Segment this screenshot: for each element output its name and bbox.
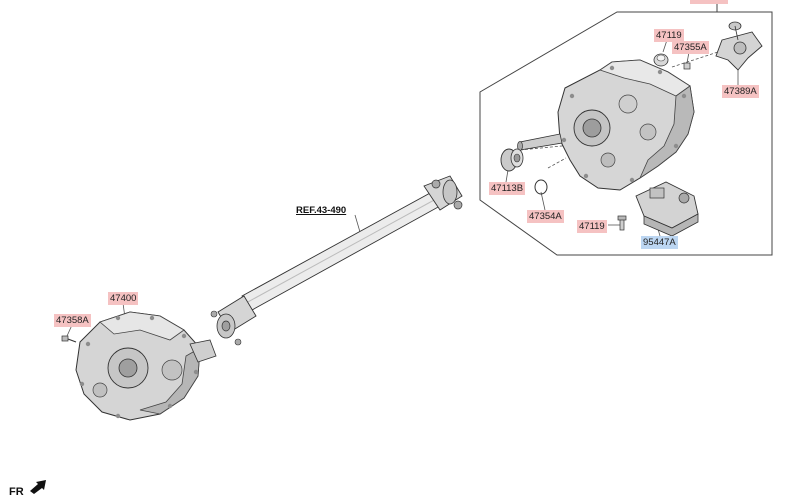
label-47119-top[interactable]: 47119: [654, 29, 684, 42]
actuator-95447A[interactable]: [635, 181, 699, 237]
o-ring-47354A[interactable]: [534, 179, 548, 195]
flange-47389A[interactable]: [715, 21, 763, 71]
label-47354A[interactable]: 47354A: [527, 210, 564, 223]
front-direction-label: FR: [9, 486, 24, 498]
label-47355A[interactable]: 47355A: [672, 41, 709, 54]
label-47113B[interactable]: 47113B: [489, 182, 526, 195]
label-ref-43-490[interactable]: REF.43-490: [296, 205, 347, 216]
bolt-47358A[interactable]: [61, 335, 77, 343]
bolt-47119-bottom[interactable]: [617, 215, 627, 231]
detail-area-outline: [479, 11, 773, 256]
rear-gear-assembly-47400[interactable]: [75, 311, 217, 421]
label-47400[interactable]: 47400: [108, 292, 139, 305]
nut-47119-top[interactable]: [653, 53, 669, 67]
label-47119-bottom[interactable]: 47119: [577, 220, 607, 233]
bolt-47355A[interactable]: [683, 62, 691, 70]
arrow-icon: [30, 480, 46, 494]
label-47358A[interactable]: 47358A: [54, 314, 91, 327]
label-47389A[interactable]: 47389A: [722, 85, 759, 98]
front-gear-assembly[interactable]: [517, 59, 695, 191]
detail-top-callout-fragment: [690, 0, 728, 4]
propeller-shaft[interactable]: [210, 175, 463, 346]
seal-47113B[interactable]: [500, 148, 524, 172]
label-95447A[interactable]: 95447A: [641, 236, 678, 249]
